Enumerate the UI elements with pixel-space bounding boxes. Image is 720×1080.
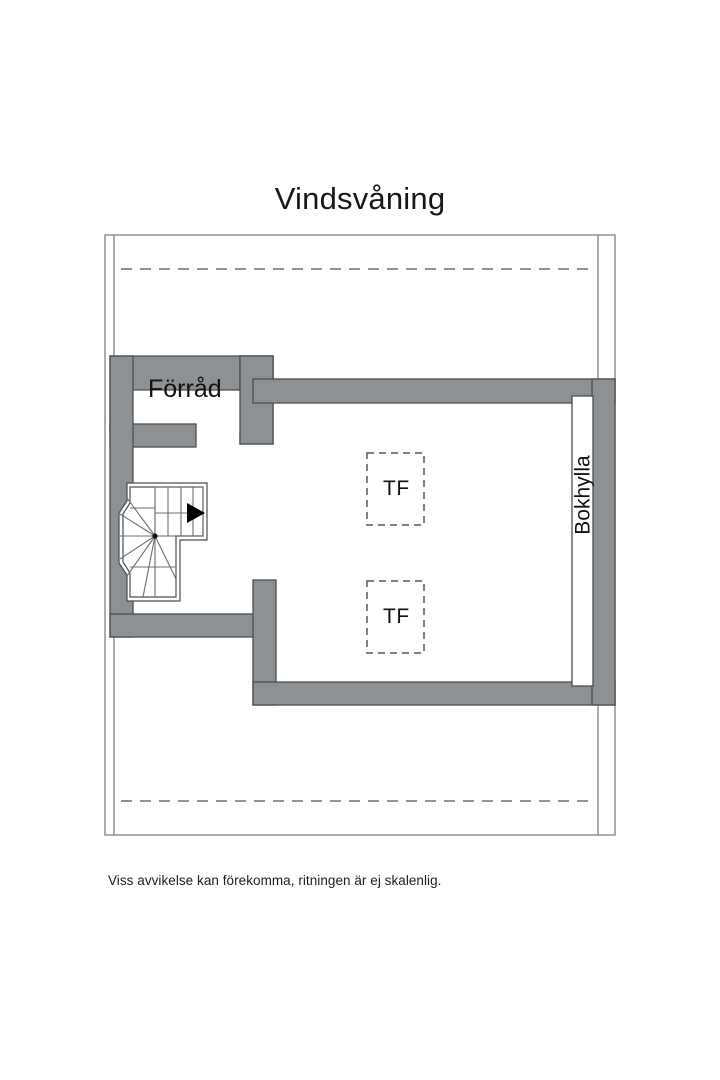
wall-attic-top	[252, 378, 616, 404]
staircase-newel-point	[152, 533, 158, 539]
fixture-label-tf-2: TF	[383, 605, 410, 628]
staircase-direction-arrow-icon	[187, 503, 205, 523]
bokhylla-strip	[571, 395, 594, 687]
wall-attic-bottom	[252, 681, 616, 706]
fixture-label-bokhylla-text: Bokhylla	[571, 455, 595, 535]
wall-attic-bottom-left	[109, 613, 259, 638]
staircase	[118, 482, 208, 602]
fixture-boxes	[366, 452, 425, 654]
disclaimer-footnote: Viss avvikelse kan förekomma, ritningen …	[108, 873, 442, 888]
fixture-label-tf-1: TF	[383, 477, 410, 500]
interior-walls	[109, 355, 616, 706]
tf-box-2	[366, 580, 425, 654]
staircase-winder-treads	[119, 497, 177, 598]
bokhylla-outline	[571, 395, 594, 687]
room-label-forrad: Förråd	[148, 375, 222, 403]
fixture-label-bokhylla: Bokhylla	[571, 455, 595, 535]
tf-box-1	[366, 452, 425, 526]
page-title: Vindsvåning	[274, 181, 446, 216]
wall-attic-right	[591, 378, 616, 706]
roof-slope-guides	[121, 268, 596, 802]
